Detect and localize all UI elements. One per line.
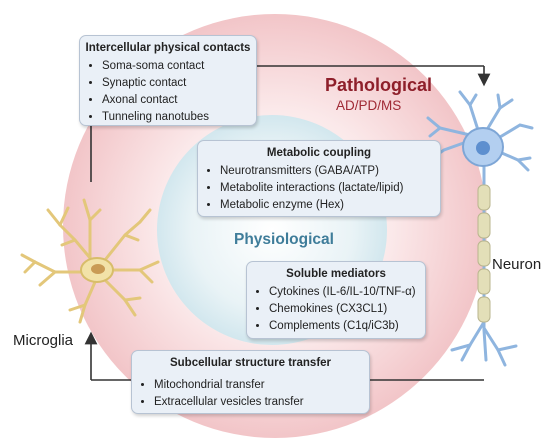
list-item: Axonal contact [102,92,256,109]
metabolic-coupling-box: Metabolic coupling Neurotransmitters (GA… [197,140,441,217]
soluble-mediators-list: Cytokines (IL-6/IL-10/TNF-α) Chemokines … [247,284,425,335]
list-item: Metabolic enzyme (Hex) [220,197,440,214]
soluble-mediators-title: Soluble mediators [286,268,386,280]
list-item: Chemokines (CX3CL1) [269,301,425,318]
intercellular-contacts-list: Soma-soma contact Synaptic contact Axona… [80,58,256,126]
subcellular-transfer-title: Subcellular structure transfer [169,357,332,369]
list-item: Tunneling nanotubes [102,109,256,126]
physiological-label: Physiological [234,231,334,248]
metabolic-coupling-list: Neurotransmitters (GABA/ATP) Metabolite … [198,163,440,214]
list-item: Soma-soma contact [102,58,256,75]
subcellular-transfer-list: Mitochondrial transfer Extracellular ves… [132,377,369,411]
pathological-label: Pathological [325,75,433,95]
metabolic-coupling-title: Metabolic coupling [266,147,372,159]
intercellular-contacts-title: Intercellular physical contacts [85,42,251,54]
list-item: Metabolite interactions (lactate/lipid) [220,180,440,197]
list-item: Synaptic contact [102,75,256,92]
soluble-mediators-box: Soluble mediators Cytokines (IL-6/IL-10/… [246,261,426,339]
list-item: Complements (C1q/iC3b) [269,318,425,335]
list-item: Neurotransmitters (GABA/ATP) [220,163,440,180]
list-item: Extracellular vesicles transfer [154,394,369,411]
subcellular-transfer-box: Subcellular structure transfer Mitochond… [131,350,370,414]
list-item: Mitochondrial transfer [154,377,369,394]
list-item: Cytokines (IL-6/IL-10/TNF-α) [269,284,425,301]
intercellular-contacts-box: Intercellular physical contacts Soma-som… [79,35,257,126]
microglia-label: Microglia [13,332,74,349]
neuron-label: Neuron [492,256,542,273]
microglia-illustration [20,198,160,324]
pathological-diseases-label: AD/PD/MS [336,98,402,113]
neuron-illustration [426,90,534,367]
